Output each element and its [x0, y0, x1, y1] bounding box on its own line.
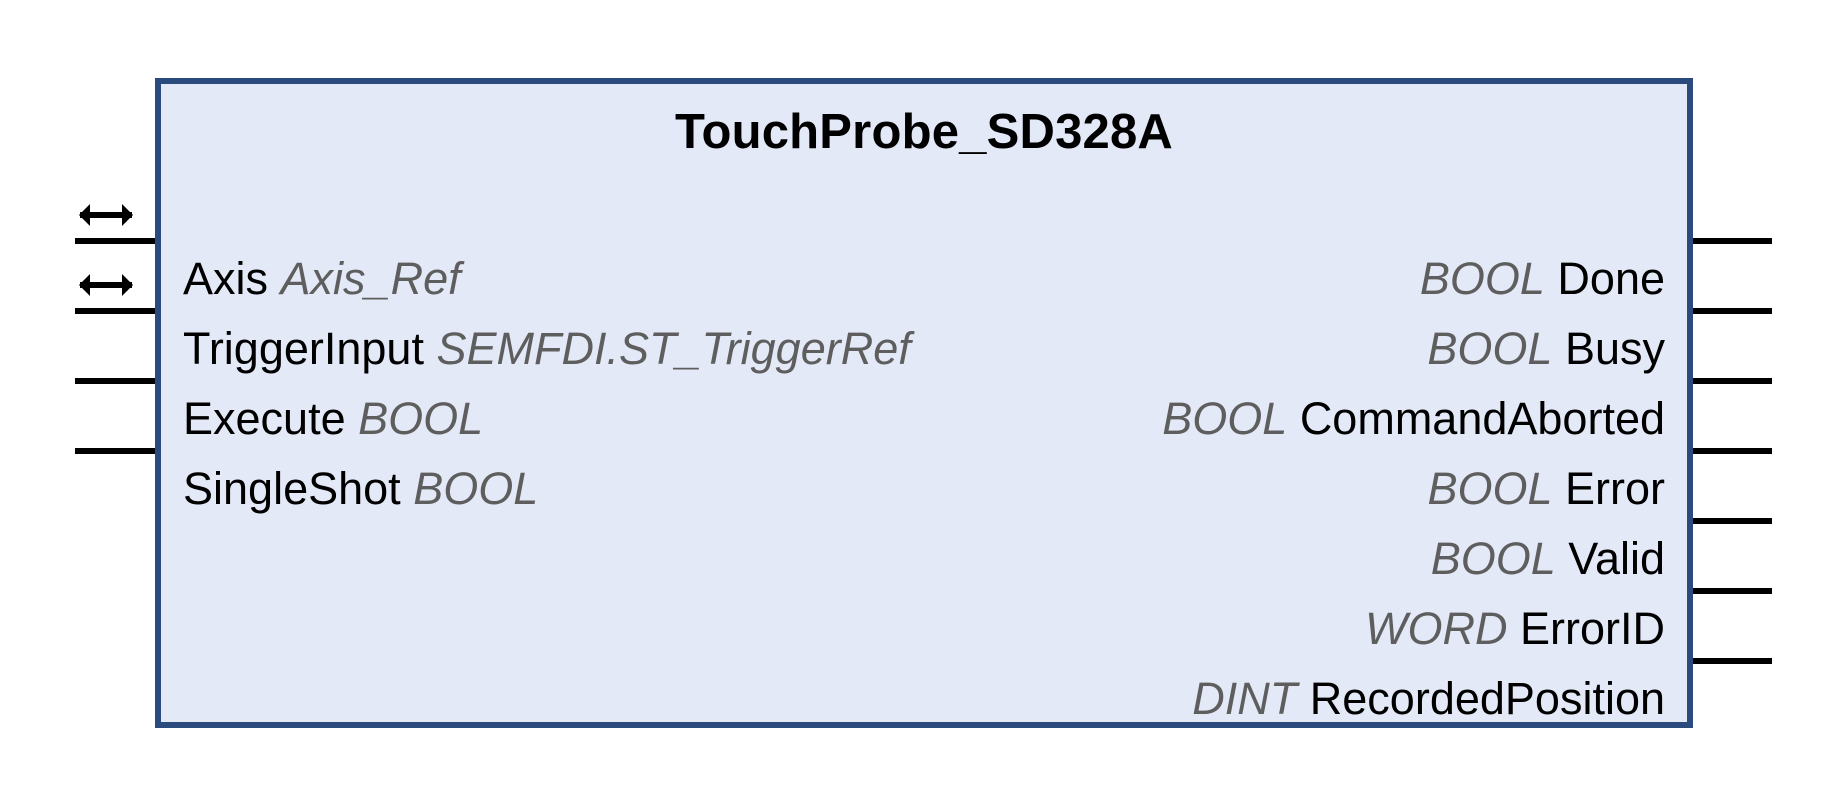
input-pin-type: BOOL: [413, 463, 539, 514]
input-pin-name: SingleShot: [183, 463, 401, 514]
output-pin-type: BOOL: [1419, 253, 1545, 304]
output-connector-stub[interactable]: [1692, 308, 1772, 314]
output-pin-type: BOOL: [1427, 463, 1553, 514]
output-pin-row[interactable]: BOOL Error: [1162, 454, 1665, 524]
input-pin-row[interactable]: SingleShot BOOL: [183, 454, 911, 524]
output-pin-type: BOOL: [1427, 323, 1553, 374]
output-pin-type: BOOL: [1162, 393, 1288, 444]
output-connector-stub[interactable]: [1692, 238, 1772, 244]
output-pin-row[interactable]: DINT RecordedPosition: [1162, 664, 1665, 734]
output-pin-name: CommandAborted: [1299, 393, 1665, 444]
input-pin-name: Execute: [183, 393, 346, 444]
input-connector-stub[interactable]: [75, 378, 155, 384]
input-connector-stub[interactable]: [75, 238, 155, 244]
output-pin-row[interactable]: BOOL CommandAborted: [1162, 384, 1665, 454]
output-pin-row[interactable]: BOOL Done: [1162, 244, 1665, 314]
output-pin-name: RecordedPosition: [1309, 673, 1665, 724]
input-pin-row[interactable]: Execute BOOL: [183, 384, 911, 454]
output-pin-type: BOOL: [1430, 533, 1556, 584]
input-pin-name: TriggerInput: [183, 323, 424, 374]
input-pin-type: SEMFDI.ST_TriggerRef: [436, 323, 911, 374]
bidirectional-arrow-icon: [76, 268, 136, 302]
output-connector-stub[interactable]: [1692, 518, 1772, 524]
output-pin-type: WORD: [1365, 603, 1508, 654]
output-pin-row[interactable]: WORD ErrorID: [1162, 594, 1665, 664]
output-pin-name: Valid: [1568, 533, 1665, 584]
output-pin-type: DINT: [1192, 673, 1298, 724]
output-connector-stub[interactable]: [1692, 378, 1772, 384]
input-pin-type: Axis_Ref: [280, 253, 461, 304]
output-pin-name: Done: [1557, 253, 1665, 304]
output-pin-row[interactable]: BOOL Busy: [1162, 314, 1665, 384]
input-pin-row[interactable]: Axis Axis_Ref: [183, 244, 911, 314]
output-pin-name: ErrorID: [1520, 603, 1665, 654]
input-pin-name: Axis: [183, 253, 269, 304]
input-pin-row[interactable]: TriggerInput SEMFDI.ST_TriggerRef: [183, 314, 911, 384]
output-pin-row[interactable]: BOOL Valid: [1162, 524, 1665, 594]
input-pin-type: BOOL: [358, 393, 484, 444]
bidirectional-arrow-icon: [76, 198, 136, 232]
function-block-title: TouchProbe_SD328A: [674, 105, 1174, 159]
input-connector-stub[interactable]: [75, 448, 155, 454]
input-connector-stub[interactable]: [75, 308, 155, 314]
output-connector-stub[interactable]: [1692, 588, 1772, 594]
output-connector-stub[interactable]: [1692, 448, 1772, 454]
output-pin-name: Error: [1565, 463, 1665, 514]
output-connector-stub[interactable]: [1692, 658, 1772, 664]
output-pin-name: Busy: [1564, 323, 1665, 374]
